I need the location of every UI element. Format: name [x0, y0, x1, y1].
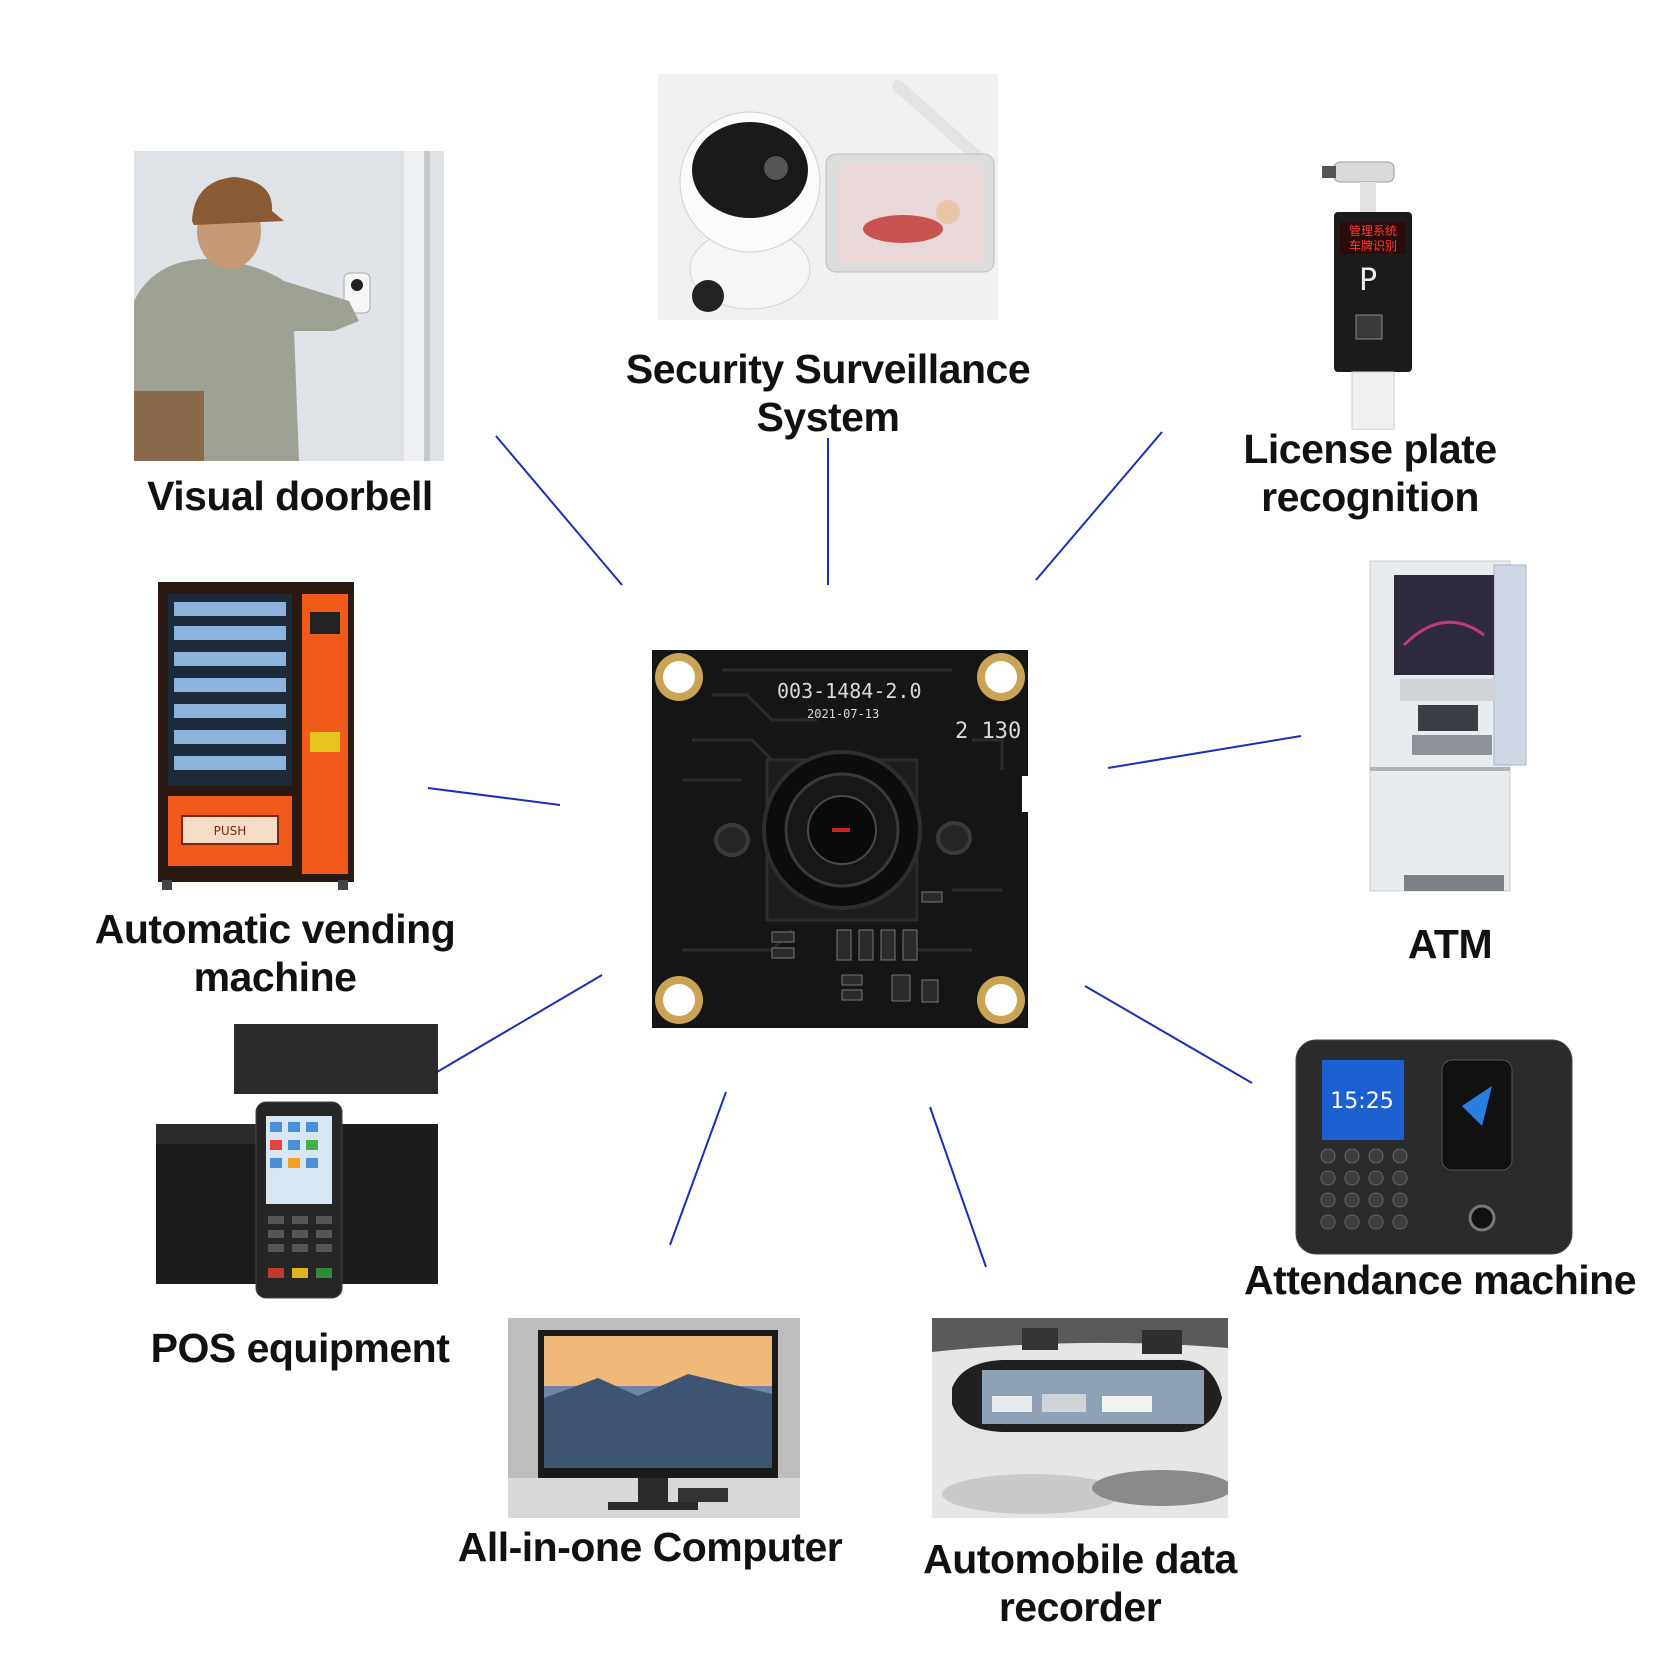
- visual-doorbell-image: [134, 151, 444, 461]
- vending-machine-image: PUSH: [158, 582, 354, 892]
- doorbell-device: [343, 272, 371, 314]
- atm-screen: [1394, 575, 1494, 675]
- camera-lens: [764, 156, 788, 180]
- security-surveillance-image: [658, 74, 998, 320]
- attendance-machine-image: 15:25: [1292, 1036, 1576, 1260]
- svg-text:管理系统: 管理系统: [1349, 223, 1397, 238]
- connector-pos: [436, 974, 603, 1073]
- automobile-data-recorder-image: [932, 1318, 1228, 1518]
- pos-equipment-image: [156, 1024, 438, 1304]
- atm-image: [1364, 555, 1534, 895]
- camera-module-pcb: 003-1484-2.0 2021-07-13 2 130: [652, 650, 1028, 1028]
- push-flap: [181, 815, 279, 845]
- connector-atm: [1107, 735, 1302, 769]
- mounting-pad-tr: [977, 653, 1025, 701]
- label-attendance: Attendance machine: [1244, 1257, 1637, 1303]
- svg-text:PUSH: PUSH: [214, 824, 247, 838]
- lpr-camera: [1333, 161, 1395, 183]
- mounting-pad-tl: [655, 653, 703, 701]
- label-vending: Automatic vending machine: [94, 906, 456, 1000]
- label-pos: POS equipment: [150, 1325, 450, 1371]
- board-mark: 2 130: [955, 719, 1021, 744]
- svg-text:车牌识别: 车牌识别: [1349, 238, 1397, 253]
- attendance-screen: [1322, 1060, 1404, 1140]
- label-atm: ATM: [1407, 921, 1493, 967]
- mounting-pad-bl: [655, 976, 703, 1024]
- board-code: 003-1484-2.0: [777, 679, 922, 703]
- label-computer: All-in-one Computer: [457, 1524, 843, 1570]
- license-plate-recognition-image: 管理系统 车牌识别 P: [1312, 160, 1424, 430]
- connector-attendance: [1084, 985, 1253, 1084]
- connector-vending: [427, 787, 561, 806]
- board-date: 2021-07-13: [807, 707, 879, 721]
- connector-dashcam: [929, 1106, 987, 1268]
- connector-license: [1035, 431, 1163, 581]
- svg-text:15:25: 15:25: [1330, 1089, 1393, 1114]
- label-license: License plate recognition: [1243, 426, 1497, 520]
- connector-doorbell: [495, 435, 623, 586]
- mounting-pad-br: [977, 976, 1025, 1024]
- all-in-one-computer-image: [508, 1318, 800, 1518]
- label-dashcam: Automobile data recorder: [923, 1536, 1237, 1630]
- label-security: Security Surveillance System: [625, 346, 1031, 440]
- label-doorbell: Visual doorbell: [147, 473, 433, 519]
- mount-hole-left: [714, 823, 750, 857]
- cap: [192, 177, 284, 225]
- connector-computer: [669, 1091, 727, 1246]
- svg-text:P: P: [1359, 263, 1377, 298]
- mount-hole-right: [936, 821, 972, 855]
